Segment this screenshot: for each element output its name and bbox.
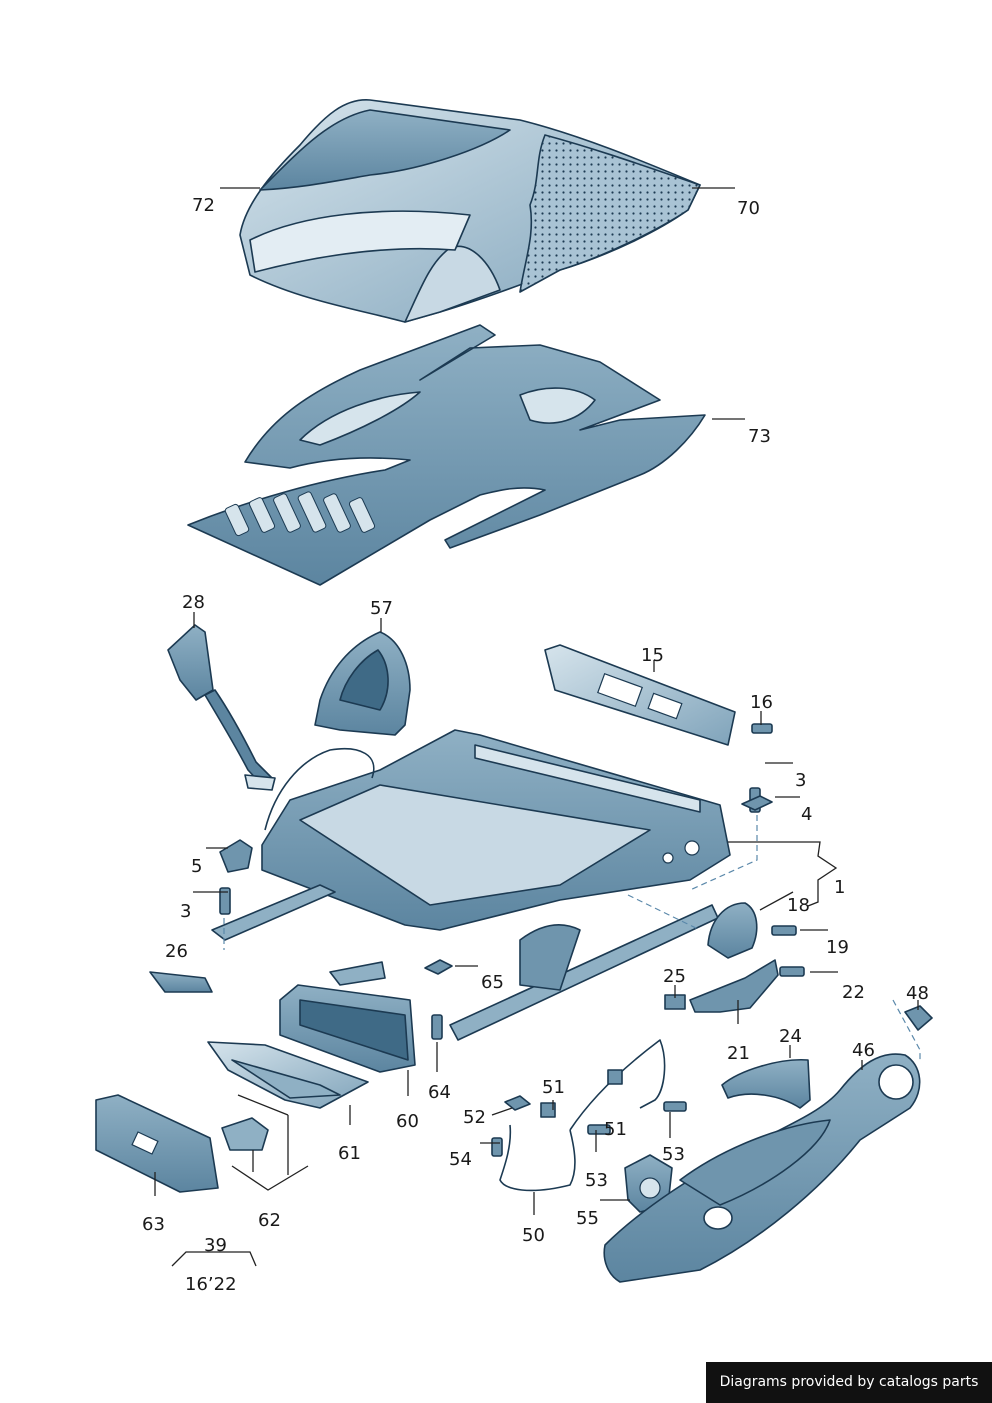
label-57: 57 — [370, 598, 393, 619]
bracket-21-part — [689, 959, 779, 1013]
label-55: 55 — [576, 1208, 599, 1229]
label-62: 62 — [258, 1210, 281, 1231]
label-15: 15 — [641, 645, 664, 666]
label-28: 28 — [182, 592, 205, 613]
label-4: 4 — [801, 804, 812, 825]
side-cover-part — [314, 631, 411, 736]
label-46: 46 — [852, 1040, 875, 1061]
clip-65-part — [424, 959, 453, 975]
housing-18-part — [707, 902, 758, 959]
label-16: 16 — [750, 692, 773, 713]
label-22: 22 — [842, 982, 865, 1003]
tray-61-part — [207, 1041, 369, 1109]
clip-51a-part — [540, 1102, 556, 1118]
heater-mat-channels — [224, 491, 376, 537]
label-65: 65 — [481, 972, 504, 993]
label-21: 21 — [727, 1043, 750, 1064]
label-19: 19 — [826, 937, 849, 958]
credit-banner: Diagrams provided by catalogs parts — [706, 1362, 992, 1403]
rail-bracket-part — [544, 644, 736, 746]
bolt-16-part — [751, 723, 773, 734]
bolt-19-part — [771, 925, 797, 936]
bolt-54-part — [491, 1137, 503, 1157]
label-63: 63 — [142, 1214, 165, 1235]
label-70: 70 — [737, 198, 760, 219]
seat-cushion-part — [239, 99, 701, 323]
label-date: 16’22 — [185, 1274, 237, 1295]
label-25: 25 — [663, 966, 686, 987]
switch-55-part — [624, 1154, 673, 1213]
label-60: 60 — [396, 1111, 419, 1132]
label-52: 52 — [463, 1107, 486, 1128]
leader-lines — [154, 187, 919, 1267]
bolt-53b-part — [663, 1101, 687, 1112]
seat-frame-part — [261, 729, 731, 931]
seat-rails-part — [211, 884, 719, 1041]
belt-buckle-part — [167, 624, 276, 791]
label-24: 24 — [779, 1026, 802, 1047]
label-73: 73 — [748, 426, 771, 447]
assembly-lines — [223, 815, 921, 1060]
label-3-lower: 3 — [180, 901, 191, 922]
label-53-right: 53 — [662, 1144, 685, 1165]
latch-62-part — [221, 1094, 289, 1151]
label-1: 1 — [834, 877, 845, 898]
label-51-lower: 51 — [604, 1119, 627, 1140]
bracket-5-part — [219, 839, 253, 873]
label-61: 61 — [338, 1143, 361, 1164]
label-54: 54 — [449, 1149, 472, 1170]
label-5: 5 — [191, 856, 202, 877]
cable-50-part — [499, 1039, 666, 1192]
side-trim-46-part — [603, 1053, 921, 1283]
label-51-upper: 51 — [542, 1077, 565, 1098]
bolt-22-part — [779, 966, 805, 977]
handle-24-part — [721, 1059, 811, 1109]
drawer-60-part — [279, 961, 416, 1073]
label-18: 18 — [787, 895, 810, 916]
label-72: 72 — [192, 195, 215, 216]
label-50: 50 — [522, 1225, 545, 1246]
bolt-53a-part — [587, 1124, 611, 1135]
bolt-3b-part — [219, 887, 231, 915]
clip-48-part — [904, 1005, 933, 1031]
label-64: 64 — [428, 1082, 451, 1103]
label-39: 39 — [204, 1235, 227, 1256]
label-48: 48 — [906, 983, 929, 1004]
label-26: 26 — [165, 941, 188, 962]
clip-52-part — [504, 1095, 531, 1111]
part-labels: 72 70 73 28 57 15 16 3 4 1 5 3 18 19 26 … — [142, 195, 929, 1295]
clip-51b-part — [607, 1069, 623, 1085]
label-3-upper: 3 — [795, 770, 806, 791]
label-53-left: 53 — [585, 1170, 608, 1191]
clip-4-part — [741, 795, 773, 811]
seat-heater-mat-part — [187, 324, 706, 586]
cover-63-part — [95, 1094, 219, 1193]
bolt-64-part — [431, 1014, 443, 1040]
cover-26-part — [149, 971, 213, 993]
